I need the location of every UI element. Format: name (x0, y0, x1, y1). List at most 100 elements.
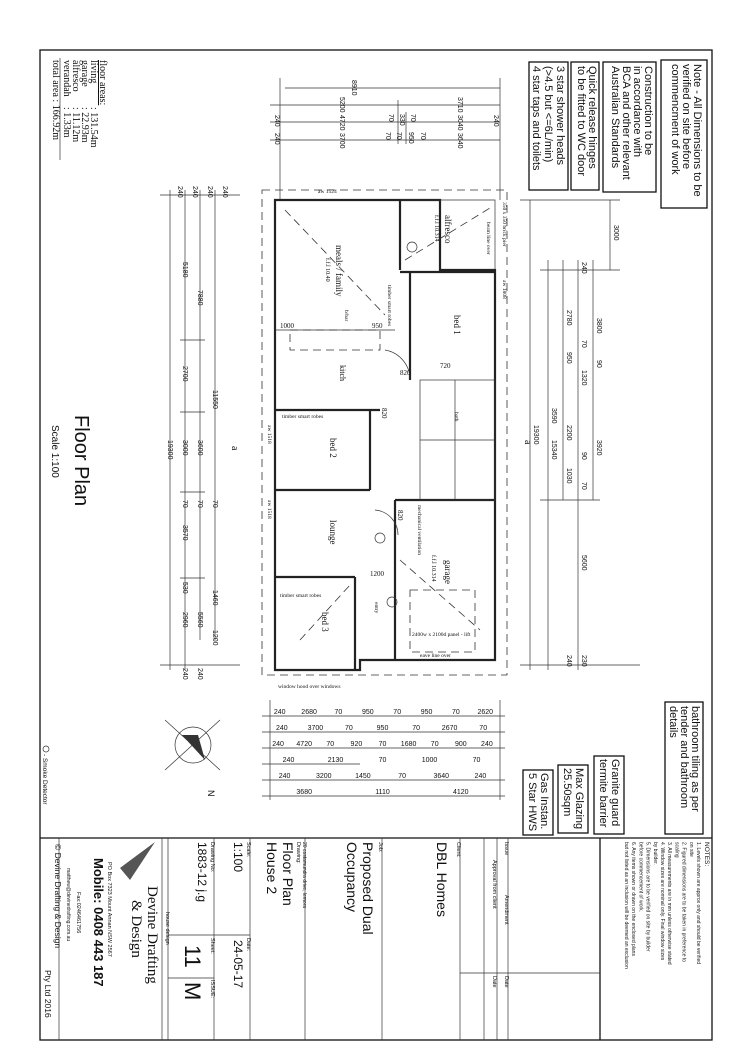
dim-label: 1030 (565, 468, 572, 484)
dim-label: 2200 (565, 425, 572, 441)
note-text: 5 Star HWS (526, 773, 538, 831)
note-item: on site (688, 842, 694, 857)
dim-label: 5600 (580, 555, 587, 571)
dim-label: 950 (565, 352, 572, 364)
dim-label: 920 (351, 741, 363, 748)
vent-label: mechanical ventilation (416, 505, 422, 555)
note-text: BCA and other relevant (620, 66, 632, 180)
note-text: termite barrier (597, 759, 609, 828)
robes-label: timber smart robes (280, 593, 321, 599)
dim-label: 5180 (181, 262, 188, 278)
note-text: in accordance with (631, 66, 643, 157)
dim-label: 1320 (580, 370, 587, 386)
smoke-detector-icon (42, 745, 50, 753)
note-box-tiling: bathroom tiling as per tender and bathro… (664, 701, 704, 835)
dim-label: 2680 (301, 709, 317, 716)
section-marker: a (522, 440, 533, 445)
note-text: Note - All Dimensions to be (691, 64, 703, 197)
dim-label: 820 (400, 369, 411, 377)
dim-label: 950 (377, 725, 389, 732)
dim-label: 3920 (595, 440, 602, 456)
dim-label: 240 (273, 115, 280, 127)
note-box-dimensions: Note - All Dimensions to be verified on … (660, 59, 708, 209)
note-text: Australian Standards (609, 66, 621, 169)
dimensions-bottom (262, 700, 505, 800)
amendment-date: Date (491, 976, 497, 988)
building-plan: meals / family f.f.l 10.40 alfresco f.f.… (229, 189, 533, 690)
pier-label: 350 x 350 brick pier (501, 202, 507, 247)
dim-label: 3000 (181, 440, 188, 456)
dim-label: 240 (191, 186, 198, 198)
dim-label: 70 (580, 482, 587, 490)
note-text: to be fitted to WC door (575, 66, 587, 176)
dim-label: 70 (181, 500, 188, 508)
dim-label: 240 (196, 668, 203, 680)
company-logo (120, 842, 155, 880)
note-item: 1. Levels shown are approx only and shou… (695, 842, 701, 964)
dim-label: 240 (272, 741, 284, 748)
dimensions-right: 3000 240 2780 3800 70 950 1320 90 3590 2… (520, 199, 640, 670)
dim-label: 240 (283, 757, 295, 764)
dim-label: 70 (196, 500, 203, 508)
dim-label: 2960 (181, 612, 188, 628)
house-design-label: house design (164, 912, 170, 945)
dim-label: 4720 (296, 741, 312, 748)
company-fax: Fax:0246461756 (75, 892, 81, 933)
garage-door-dash (409, 589, 476, 653)
note-text: verified on site before (680, 64, 692, 169)
note-box-shower: 3 star shower heads (>4.5 but <=6L/min) … (528, 61, 569, 191)
amendment-header: Amendment (503, 895, 509, 925)
job-line: Occupancy (344, 842, 360, 912)
note-text: Construction to be (642, 66, 654, 155)
note-item: but not listed as an inclusion will be d… (623, 842, 629, 969)
dim-label: 15340 (550, 440, 557, 460)
note-item: scaling (673, 842, 679, 858)
note-text: commencment of work (669, 64, 681, 175)
dim-label: 3590 (550, 408, 557, 424)
amendment-row: Approval from client (491, 860, 497, 909)
job-line: Proposed Dual (360, 842, 376, 935)
smoke-detector-icon (386, 596, 398, 608)
notes-list: 1. Levels shown are approx only and shou… (623, 842, 701, 969)
notes-heading: NOTES: (703, 842, 710, 866)
drawing-label: Drawing: (295, 842, 301, 864)
dim-label: 3000 (612, 225, 619, 241)
plan-title: Floor Plan (70, 415, 92, 506)
dim-label: 70 (345, 725, 353, 732)
date-label: Date: (245, 938, 251, 952)
dim-label: 70 (409, 114, 416, 122)
room-label-meals-family: meals / family (334, 245, 344, 297)
dim-label: 230 (580, 655, 587, 667)
note-item: 3. All measurements are in mm unless oth… (666, 842, 672, 965)
sheet-border (39, 49, 713, 1041)
dim-label: 3570 (181, 525, 188, 541)
note-text: details (667, 706, 679, 738)
dim-label: 5560 (196, 612, 203, 628)
dim-label: 240 (221, 186, 228, 198)
dim-label: 3710 (456, 97, 463, 113)
sheet-number: 11 (180, 945, 205, 968)
drawing-title: House 2 (264, 842, 280, 894)
dim-label: 820 (396, 510, 404, 521)
dim-label: 70 (431, 741, 439, 748)
room-label-bed3: bed 3 (320, 612, 330, 632)
drawing-no: 1883-12 j.g (195, 842, 209, 902)
area-name: verandah (61, 60, 72, 97)
note-item: 5. Dimensions are to be verified on site… (645, 842, 651, 952)
sheet-label: Sheet: (209, 938, 215, 954)
company-name: & Design (128, 900, 144, 958)
room-label-alfresco: alfresco (443, 215, 453, 244)
external-walls (273, 198, 497, 672)
dim-label: 530 (181, 582, 188, 594)
dim-label: 70 (379, 757, 387, 764)
dim-label: 1450 (355, 773, 371, 780)
dim-label: 3640 (456, 133, 463, 149)
dim-label: 3600 (196, 440, 203, 456)
dim-label: 240 (279, 773, 291, 780)
dim-label: 70 (335, 709, 343, 716)
beam-label: beam line over (485, 222, 491, 255)
date-value: 24-05-17 (231, 940, 245, 988)
client-name: DBL Homes (434, 842, 450, 917)
dim-label: 70 (384, 132, 391, 140)
dim-label: 240 (181, 668, 188, 680)
